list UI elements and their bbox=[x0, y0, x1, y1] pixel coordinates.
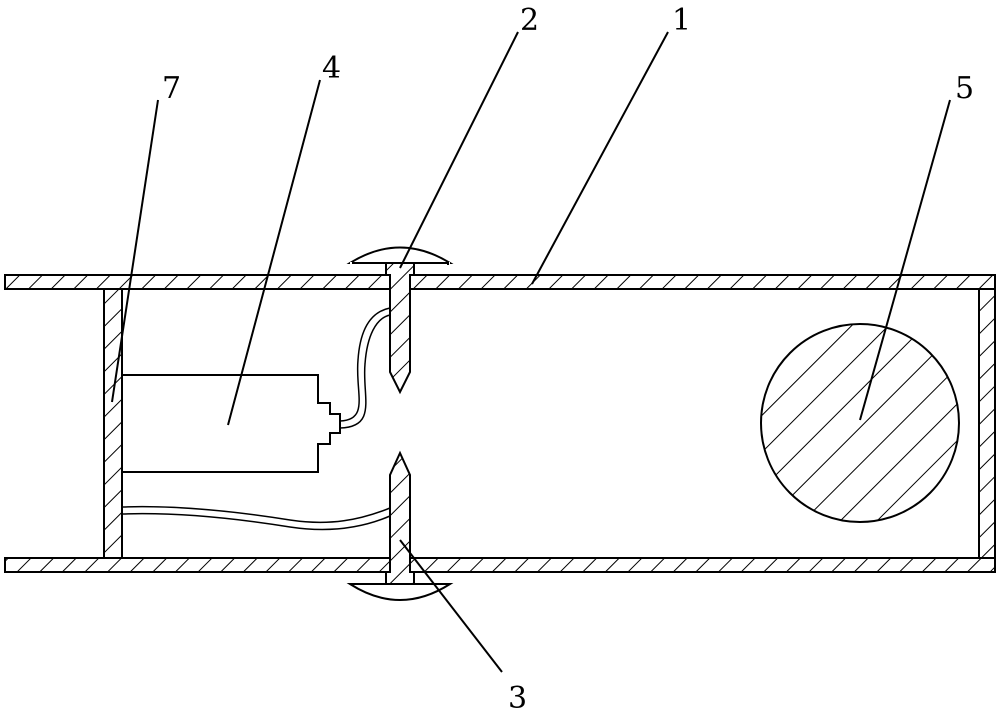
lower-electrode bbox=[346, 450, 454, 601]
housing-top-wall-right bbox=[409, 274, 996, 290]
part-labels: 1 2 3 4 5 7 bbox=[162, 3, 974, 716]
housing bbox=[4, 274, 996, 573]
wires bbox=[121, 307, 391, 531]
housing-top-wall-left bbox=[4, 274, 391, 290]
label-7: 7 bbox=[162, 71, 181, 106]
leader-7 bbox=[111, 99, 159, 403]
upper-electrode bbox=[346, 246, 454, 395]
leader-1 bbox=[531, 31, 669, 285]
housing-bottom-wall-left bbox=[4, 557, 391, 573]
leader-4 bbox=[227, 79, 321, 426]
weight-ball bbox=[760, 323, 960, 523]
partition-wall bbox=[103, 288, 123, 559]
leader-3 bbox=[399, 539, 503, 673]
label-2: 2 bbox=[520, 3, 539, 38]
leader-lines bbox=[111, 31, 951, 673]
label-4: 4 bbox=[322, 51, 341, 86]
leader-2 bbox=[399, 31, 519, 269]
label-3: 3 bbox=[508, 681, 527, 716]
label-5: 5 bbox=[955, 71, 974, 106]
housing-right-wall bbox=[978, 288, 996, 559]
battery-module bbox=[122, 374, 341, 473]
leader-5 bbox=[859, 99, 951, 421]
housing-bottom-wall-right bbox=[409, 557, 996, 573]
label-1: 1 bbox=[672, 3, 691, 38]
